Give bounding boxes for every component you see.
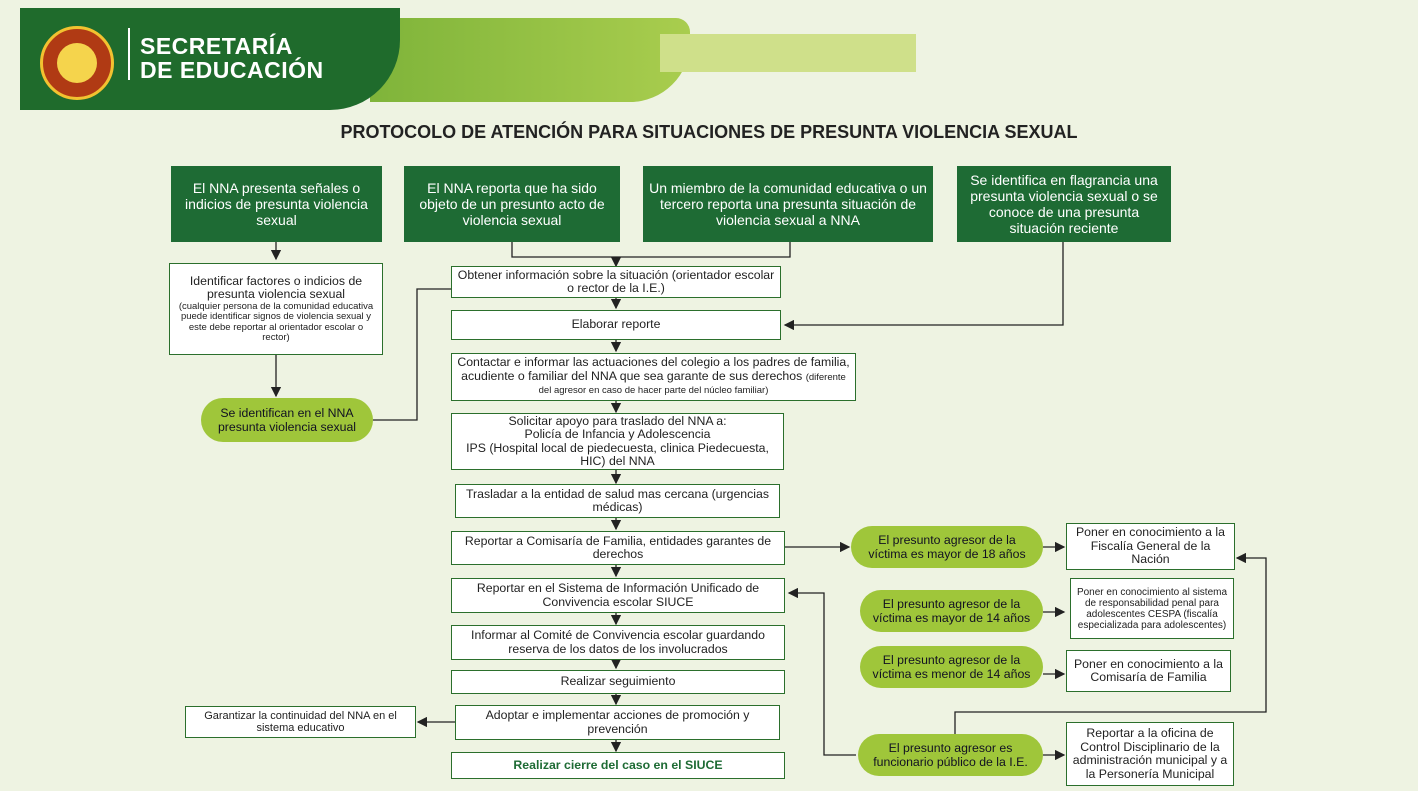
oval-aggressor-public-official: El presunto agresor es funcionario públi… <box>858 734 1043 776</box>
oval-identified-violence: Se identifican en el NNA presunta violen… <box>201 398 373 442</box>
step-close-case: Realizar cierre del caso en el SIUCE <box>451 752 785 779</box>
request-line3: IPS (Hospital local de piedecuesta, clin… <box>466 440 769 468</box>
box-disciplinary-control: Reportar a la oficina de Control Discipl… <box>1066 722 1234 786</box>
continuity-box: Garantizar la continuidad del NNA en el … <box>185 706 416 738</box>
step-report-comisaria: Reportar a Comisaría de Familia, entidad… <box>451 531 785 565</box>
oval-aggressor-under-14: El presunto agresor de la víctima es men… <box>860 646 1043 688</box>
top-box-nna-reports: El NNA reporta que ha sido objeto de un … <box>404 166 620 242</box>
header-title-line2: DE EDUCACIÓN <box>140 57 324 83</box>
municipality-logo-icon <box>40 26 114 100</box>
box-comisaria-familia: Poner en conocimiento a la Comisaría de … <box>1066 650 1231 692</box>
oval-aggressor-over-14: El presunto agresor de la víctima es may… <box>860 590 1043 632</box>
header-divider <box>128 28 130 80</box>
contact-main-text: Contactar e informar las actuaciones del… <box>457 355 850 383</box>
step-request-support: Solicitar apoyo para traslado del NNA a:… <box>451 413 784 470</box>
top-box-community-reports: Un miembro de la comunidad educativa o u… <box>643 166 933 242</box>
request-line2: Policía de Infancia y Adolescencia <box>524 427 711 441</box>
decorative-banner <box>370 18 690 102</box>
header-title-line1: SECRETARÍA <box>140 33 293 59</box>
identify-title: Identificar factores o indicios de presu… <box>189 273 363 301</box>
identify-note: (cualquier persona de la comunidad educa… <box>178 300 374 343</box>
logo-crest-icon <box>57 43 97 83</box>
step-obtain-info: Obtener información sobre la situación (… <box>451 266 781 298</box>
box-cespa: Poner en conocimiento al sistema de resp… <box>1070 578 1234 639</box>
diagram-title: PROTOCOLO DE ATENCIÓN PARA SITUACIONES D… <box>340 122 1078 142</box>
step-transfer-health: Trasladar a la entidad de salud mas cerc… <box>455 484 780 518</box>
step-adopt-actions: Adoptar e implementar acciones de promoc… <box>455 705 780 740</box>
contact-note: (diferente del agresor en caso de hacer … <box>538 371 846 396</box>
top-box-signs: El NNA presenta señales o indicios de pr… <box>171 166 382 242</box>
step-inform-committee: Informar al Comité de Convivencia escola… <box>451 625 785 660</box>
top-box-flagrancy: Se identifica en flagrancia una presunta… <box>957 166 1171 242</box>
step-contact-parents: Contactar e informar las actuaciones del… <box>451 353 856 401</box>
identify-factors-box: Identificar factores o indicios de presu… <box>169 263 383 355</box>
step-report-siuce: Reportar en el Sistema de Información Un… <box>451 578 785 613</box>
request-line1: Solicitar apoyo para traslado del NNA a: <box>508 413 727 428</box>
oval-aggressor-over-18: El presunto agresor de la víctima es may… <box>851 526 1043 568</box>
box-fiscalia: Poner en conocimiento a la Fiscalía Gene… <box>1066 523 1235 570</box>
step-follow-up: Realizar seguimiento <box>451 670 785 694</box>
step-elaborate-report: Elaborar reporte <box>451 310 781 340</box>
decorative-banner-strip <box>660 34 916 72</box>
